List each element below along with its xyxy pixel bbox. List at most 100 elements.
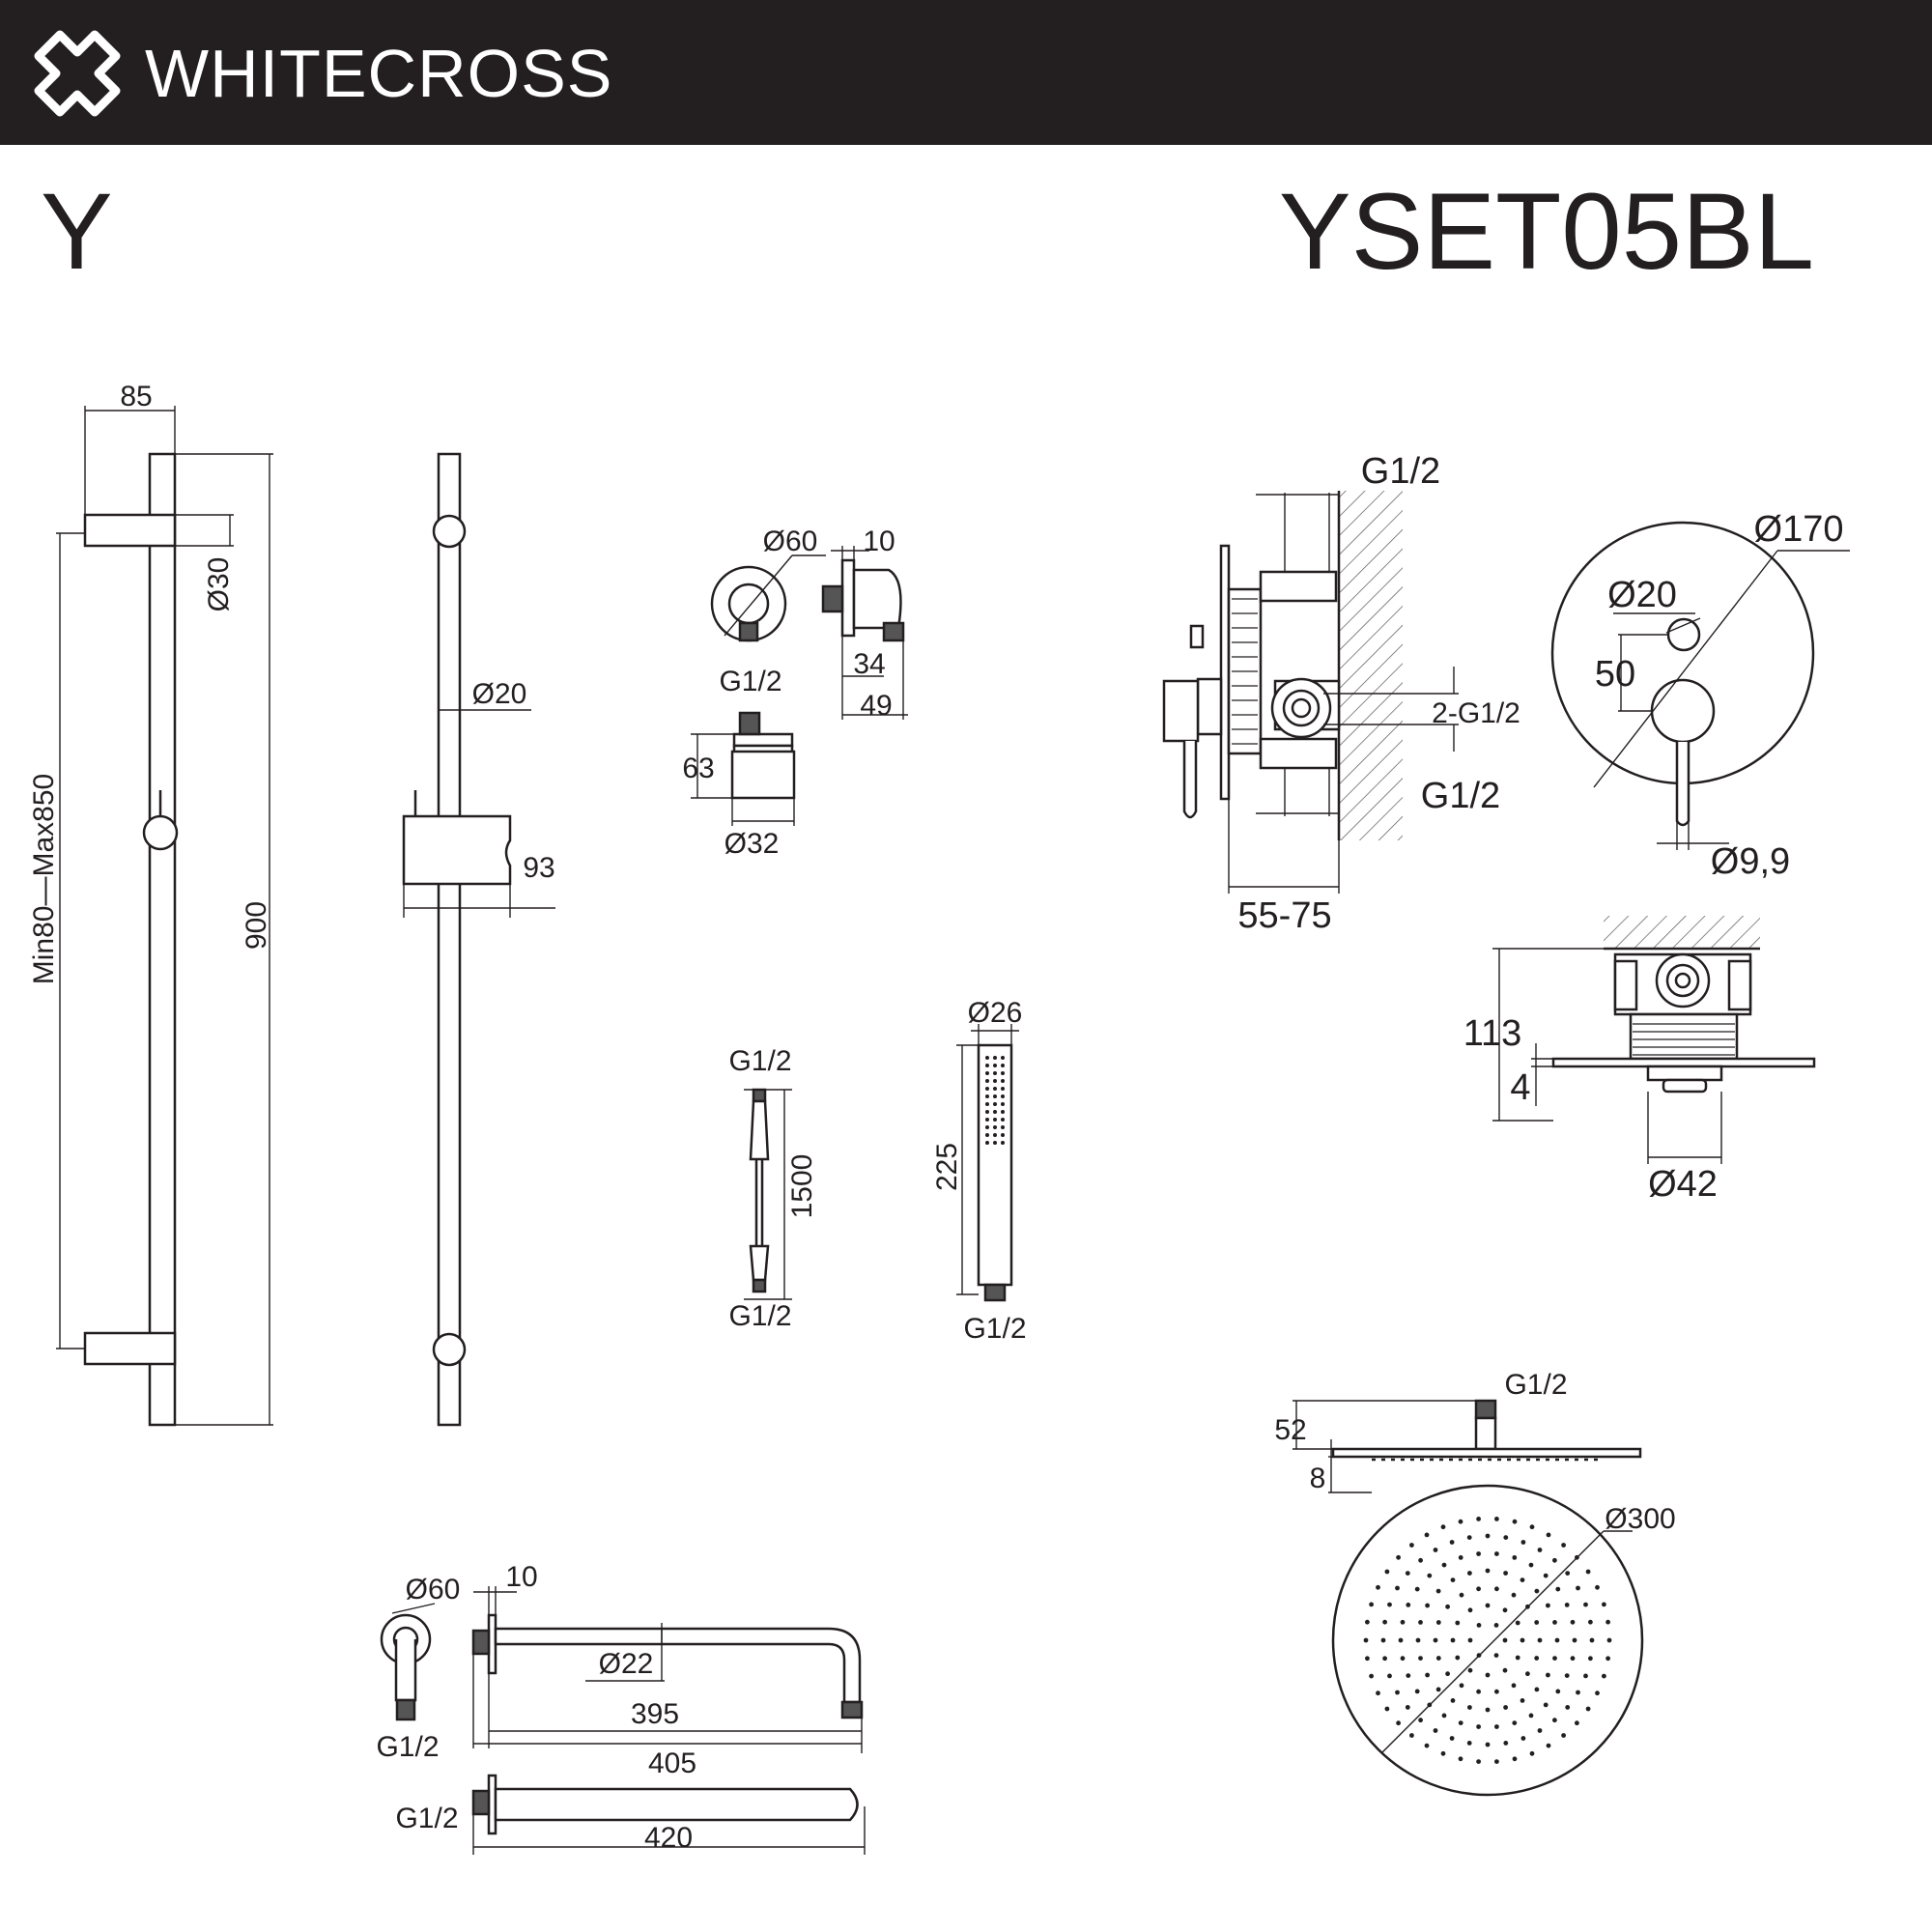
head-hole-dot xyxy=(1575,1720,1579,1726)
wall-outlet-drawing xyxy=(691,546,908,826)
head-hole-dot xyxy=(1585,1706,1591,1712)
head-hole-dot xyxy=(1387,1602,1392,1607)
outlet-plate-dia-dim: Ø60 xyxy=(763,526,818,557)
hand-shower-length-dim: 225 xyxy=(931,1143,963,1191)
hand-shower-drawing xyxy=(956,1024,1019,1302)
head-hole-dot xyxy=(1485,1672,1491,1678)
nozzle-dot xyxy=(1001,1125,1005,1129)
brand-name: WHITECROSS xyxy=(145,35,613,111)
head-hole-dot xyxy=(1433,1637,1438,1643)
head-hole-dot xyxy=(1418,1656,1423,1661)
outlet-length-inner-dim: 34 xyxy=(853,648,885,680)
head-hole-dot xyxy=(1485,1603,1491,1608)
head-hole-dot xyxy=(1409,1543,1414,1548)
head-hole-dot xyxy=(1520,1698,1525,1703)
head-hole-dot xyxy=(1552,1718,1557,1723)
mixer-top-plate-dim: 4 xyxy=(1510,1067,1530,1108)
hose-length-dim: 1500 xyxy=(786,1154,818,1219)
head-hole-dot xyxy=(1525,1671,1530,1677)
head-hole-dot xyxy=(1511,1683,1517,1689)
outlet-depth-dim: 10 xyxy=(863,526,895,557)
head-hole-dot xyxy=(1427,1573,1433,1578)
rail-height-dim: 900 xyxy=(241,901,272,950)
head-hole-dot xyxy=(1459,1592,1464,1598)
head-hole-dot xyxy=(1382,1619,1387,1625)
head-hole-dot xyxy=(1537,1548,1543,1552)
nozzle-dot xyxy=(985,1056,989,1060)
head-hole-dot xyxy=(1476,1623,1482,1628)
head-hole-dot xyxy=(1537,1728,1543,1733)
nozzle-dot xyxy=(993,1125,997,1129)
head-hole-dot xyxy=(1583,1673,1588,1679)
head-hole-dot xyxy=(1425,1672,1430,1678)
head-hole-dot xyxy=(1529,1750,1535,1756)
head-hole-dot xyxy=(1476,1517,1481,1521)
head-hole-dot xyxy=(1493,1623,1499,1628)
arm-plate-dia-dim: Ø60 xyxy=(406,1574,461,1605)
head-hole-dot xyxy=(1520,1736,1526,1741)
head-hole-dot xyxy=(1396,1720,1401,1726)
head-hole-dot xyxy=(1493,1653,1499,1658)
head-hole-dot xyxy=(1528,1562,1534,1568)
head-hole-dot xyxy=(1561,1543,1566,1548)
head-hole-dot xyxy=(1418,1620,1423,1625)
head-hole-dot xyxy=(1400,1656,1406,1662)
rail-width-dim: 85 xyxy=(120,381,152,412)
head-hole-dot xyxy=(1396,1554,1401,1560)
slide-rail-side-view xyxy=(56,406,273,1427)
nozzle-dot xyxy=(985,1094,989,1098)
head-hole-dot xyxy=(1450,1577,1456,1582)
mixer-front-offset-dim: 50 xyxy=(1595,654,1635,695)
head-hole-dot xyxy=(1365,1656,1370,1662)
head-hole-dot xyxy=(1512,1756,1518,1762)
head-hole-dot xyxy=(1406,1603,1411,1607)
nozzle-dot xyxy=(993,1102,997,1106)
nozzle-dot xyxy=(1001,1071,1005,1075)
head-hole-dot xyxy=(1449,1736,1455,1741)
head-hole-dot xyxy=(1476,1759,1481,1764)
rail-holder-depth-dim: 93 xyxy=(523,852,554,884)
mixer-side-view xyxy=(1162,491,1459,894)
head-hole-dot xyxy=(1467,1607,1473,1613)
head-thickness-dim: 8 xyxy=(1310,1463,1326,1494)
head-hole-dot xyxy=(1546,1603,1550,1608)
head-hole-dot xyxy=(1414,1689,1420,1694)
head-hole-dot xyxy=(1555,1586,1561,1592)
mixer-front-lever-dia-dim: Ø9,9 xyxy=(1711,841,1790,882)
mixer-top-view xyxy=(1492,916,1816,1164)
head-hole-dot xyxy=(1376,1584,1380,1590)
head-hole-dot xyxy=(1502,1637,1508,1643)
head-hole-dot xyxy=(1561,1733,1566,1738)
nozzle-dot xyxy=(985,1141,989,1145)
hose-drawing xyxy=(744,1088,792,1300)
head-hole-dot xyxy=(1564,1603,1570,1607)
head-hole-dot xyxy=(1467,1705,1472,1710)
mixer-top-body-dia-dim: Ø42 xyxy=(1648,1164,1718,1205)
head-hole-dot xyxy=(1398,1637,1404,1643)
mixer-front-knob-dia-dim: Ø20 xyxy=(1607,575,1677,615)
rail-spacing-dim: Min80—Max850 xyxy=(28,774,60,984)
nozzle-dot xyxy=(1001,1118,1005,1122)
head-hole-dot xyxy=(1512,1519,1518,1524)
slide-rail-front-view xyxy=(402,452,555,1427)
head-hole-dot xyxy=(1503,1571,1508,1576)
head-hole-dot xyxy=(1494,1551,1499,1556)
nozzle-dot xyxy=(993,1056,997,1060)
head-hole-dot xyxy=(1476,1724,1481,1729)
head-hole-dot xyxy=(1572,1637,1577,1643)
nozzle-dot xyxy=(993,1087,997,1091)
head-hole-dot xyxy=(1485,1707,1491,1713)
head-hole-dot xyxy=(1588,1656,1593,1662)
head-hole-dot xyxy=(1503,1705,1508,1710)
head-hole-dot xyxy=(1455,1655,1461,1661)
rail-bar-dia-dim: Ø20 xyxy=(472,678,527,710)
head-hole-dot xyxy=(1406,1673,1411,1678)
head-hole-dot xyxy=(1395,1585,1400,1591)
head-hole-dot xyxy=(1605,1656,1610,1662)
head-hole-dot xyxy=(1449,1540,1455,1545)
head-hole-dot xyxy=(1589,1637,1595,1643)
outlet-base-dia-dim: Ø32 xyxy=(724,828,780,860)
head-hole-dot xyxy=(1546,1743,1551,1748)
brand-logo[interactable]: WHITECROSS xyxy=(31,27,612,119)
nozzle-dot xyxy=(985,1071,989,1075)
